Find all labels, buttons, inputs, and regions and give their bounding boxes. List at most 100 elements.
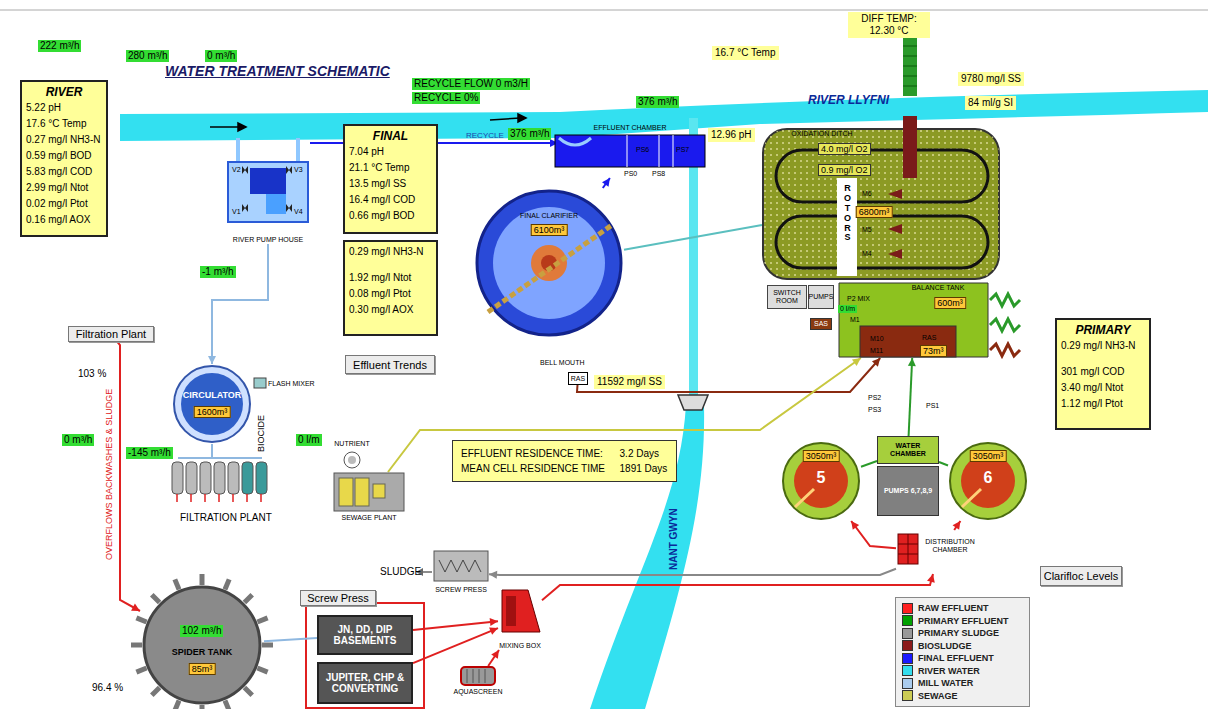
pump-box: PUMPS xyxy=(808,285,834,309)
value-label: PS8 xyxy=(652,170,665,178)
filter-tank xyxy=(172,462,183,494)
legend-row: PRIMARY EFFLUENT xyxy=(902,615,1023,628)
node-text: PUMPS xyxy=(809,293,834,301)
filter-tank xyxy=(256,462,267,494)
value-label: BELL MOUTH xyxy=(540,359,584,367)
flow-connector xyxy=(953,521,961,530)
tank-spike xyxy=(262,643,273,648)
flow-connector xyxy=(488,650,499,666)
value-label: M4 xyxy=(862,250,872,258)
value-label: 0.9 mg/l O2 xyxy=(818,164,871,176)
flow-connector xyxy=(542,574,935,600)
node-text: 1600m³ xyxy=(194,406,231,418)
legend-text: MILL WATER xyxy=(918,678,973,688)
node-text: RIVER PUMP HOUSE xyxy=(233,236,303,244)
flow-line xyxy=(489,569,896,575)
tank-spike xyxy=(136,618,146,622)
value-label: 4.0 mg/l O2 xyxy=(818,143,871,155)
node-text: 1.92 mg/l Ntot xyxy=(349,270,432,286)
node-text: Filtration Plant xyxy=(76,328,146,340)
flow-connector xyxy=(602,178,610,188)
node-text: JUPITER, CHP & CONVERTING xyxy=(321,672,409,694)
value-label: SLUDGE xyxy=(380,566,421,578)
tank-spike xyxy=(200,574,205,585)
legend-swatch xyxy=(902,690,913,701)
aquascreen: AQUASCREEN xyxy=(453,666,503,696)
arrow-head xyxy=(490,618,498,626)
arrow-head xyxy=(131,604,140,611)
legend-swatch xyxy=(902,603,913,614)
arrow-head xyxy=(953,521,961,530)
node-text: PUMPS 6,7,8,9 xyxy=(884,487,932,495)
node-text: 0.59 mg/l BOD xyxy=(26,148,102,164)
value-label: BIOCIDE xyxy=(256,415,267,452)
circulator-tank: CIRCULATOR1600m³ xyxy=(172,364,252,444)
node-text: RIVER xyxy=(26,84,102,100)
node-text: OXIDATION DITCH xyxy=(791,130,852,138)
value-label: RAS xyxy=(922,334,936,342)
value-label: PS0 xyxy=(624,170,637,178)
value-label: M11 xyxy=(870,347,883,355)
value-label: FILTRATION PLANT xyxy=(180,512,272,524)
oxidation-ditch: OXIDATION DITCH6800m³ xyxy=(762,128,1000,280)
balance-tank: BALANCE TANK600m³ xyxy=(838,282,990,358)
value-label: V4 xyxy=(294,208,303,216)
value-label: 222 m³/h xyxy=(38,40,81,52)
arrow-head xyxy=(489,627,498,634)
tank-spike xyxy=(136,668,146,672)
data-panel: RIVER5.22 pH17.6 °C Temp0.27 mg/l NH3-N0… xyxy=(20,80,108,237)
flow-connector xyxy=(118,342,141,611)
distribution-chamber: DISTRIBUTION CHAMBER xyxy=(896,530,982,574)
value-label: 0 l/m xyxy=(838,305,857,313)
flow-line xyxy=(624,225,762,250)
node-text: 2.99 mg/l Ntot xyxy=(26,180,102,196)
value-label: 376 m³/h xyxy=(508,128,551,140)
value-label: RECYCLE FLOW 0 m3/H xyxy=(412,78,530,90)
node-text: Effluent Trends xyxy=(353,359,427,371)
node-text: 0.27 mg/l NH3-N xyxy=(26,132,102,148)
value-label: 12.96 pH xyxy=(708,128,755,142)
node-text: 5.22 pH xyxy=(26,100,102,116)
node-text: SEWAGE PLANT xyxy=(342,514,397,522)
flow-line xyxy=(264,638,317,641)
value-label: 11592 mg/l SS xyxy=(594,375,665,389)
node-text: 85m³ xyxy=(189,663,216,675)
node-text: 0.29 mg/l NH3-N xyxy=(1061,338,1145,354)
filter-tank xyxy=(228,462,239,494)
node-text: NUTRIENT xyxy=(334,440,369,448)
ras-box: RAS xyxy=(568,372,588,385)
value-label: M10 xyxy=(870,335,884,343)
value-label: 9780 mg/l SS xyxy=(958,72,1024,86)
nav-button: Filtration Plant xyxy=(68,326,154,342)
node-text: 0.16 mg/l AOX xyxy=(26,212,102,228)
value-label: FLASH MIXER xyxy=(268,380,315,388)
node-text: Screw Press xyxy=(307,592,369,604)
water-chamber: WATER CHAMBER xyxy=(877,436,939,464)
value-label: PS2 xyxy=(868,394,881,402)
clarifier-tank: FINAL CLARIFIER6100m³ xyxy=(474,188,624,338)
legend-row: MILL WATER xyxy=(902,677,1023,690)
legend-text: RAW EFFLUENT xyxy=(918,603,989,613)
flow-connector xyxy=(413,627,498,663)
node-text: SAS xyxy=(814,320,828,328)
value-label: -1 m³/h xyxy=(200,266,236,278)
node-text: 0.30 mg/l AOX xyxy=(349,302,432,318)
nutrient-dosing: NUTRIENT xyxy=(328,440,376,470)
legend-row: RAW EFFLUENT xyxy=(902,602,1023,615)
spider-tank: SPIDER TANK 85m³ xyxy=(140,583,264,707)
node-text: SPIDER TANK xyxy=(172,647,232,658)
value-label: OVERFLOWS BACKWASHES & SLUDGE xyxy=(104,389,115,560)
clarifloc-tank: 63050m³ xyxy=(948,441,1028,521)
data-panel: PRIMARY0.29 mg/l NH3-N301 mg/l COD3.40 m… xyxy=(1055,318,1151,430)
nav-button: Screw Press xyxy=(300,590,376,606)
arrow-head xyxy=(602,178,610,187)
flow-line xyxy=(542,574,933,600)
data-panel: FINAL7.04 pH21.1 °C Temp13.5 mg/l SS16.4… xyxy=(343,124,438,234)
node-text: 3.2 Days xyxy=(620,446,668,461)
diagram-title: WATER TREATMENT SCHEMATIC xyxy=(165,63,390,79)
sas-box: SAS xyxy=(810,318,832,330)
value-label: 0 l/m xyxy=(296,434,322,446)
legend-text: PRIMARY SLUDGE xyxy=(918,628,999,638)
flow-connector xyxy=(264,638,317,641)
flow-line xyxy=(603,178,610,188)
